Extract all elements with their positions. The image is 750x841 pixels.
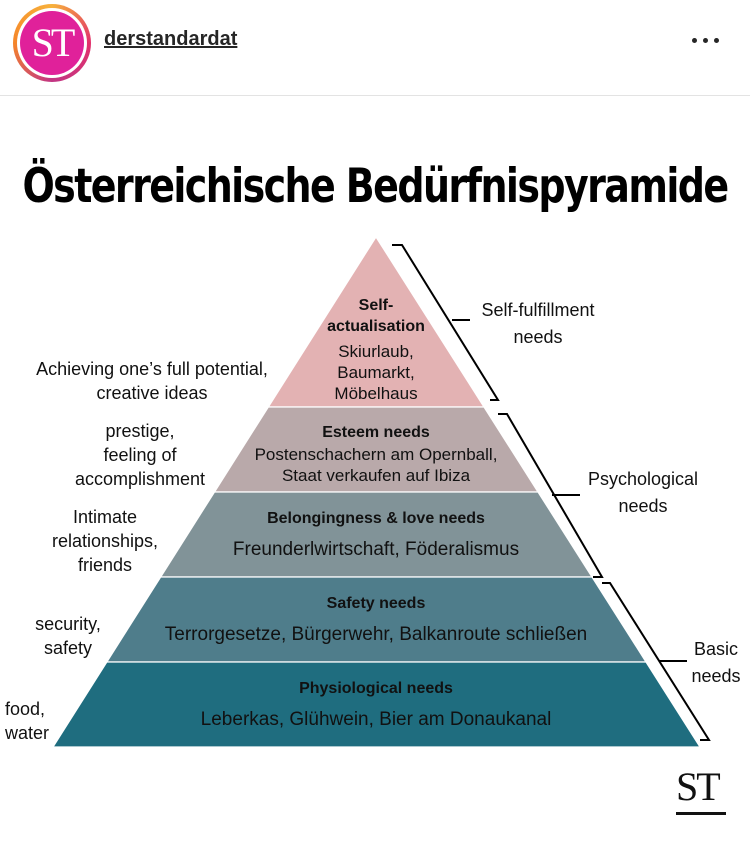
left-label: water [4,723,49,743]
left-label: security, [35,614,101,634]
level-heading: actualisation [327,318,425,335]
der-standard-logo: ST [676,765,726,817]
level-examples: Postenschachern am Opernball, [255,445,498,464]
needs-bracket [498,413,604,578]
right-label: Self-fulfillment [481,300,594,320]
pyramid-level-4 [105,576,648,663]
left-label: feeling of [103,445,177,465]
left-label: creative ideas [96,383,207,403]
level-examples: Leberkas, Glühwein, Bier am Donaukanal [201,709,552,730]
pyramid-level-5 [51,661,702,748]
level-examples: Möbelhaus [334,384,417,403]
right-label: needs [618,496,667,516]
needs-bracket [602,582,711,741]
logo-underline [676,812,726,815]
level-heading: Self- [359,297,394,314]
level-examples: Staat verkaufen auf Ibiza [282,466,471,485]
needs-bracket [392,244,500,401]
profile-avatar[interactable]: ST [13,4,91,82]
level-heading: Esteem needs [322,424,430,441]
post-header: ST derstandardat [0,0,750,96]
right-label: needs [691,666,740,686]
level-examples: Baumarkt, [337,363,414,382]
left-label: safety [44,638,92,658]
level-heading: Safety needs [327,595,426,612]
level-heading: Physiological needs [299,680,453,697]
left-label: prestige, [105,421,174,441]
pyramid-level-3 [159,491,594,578]
right-label: Psychological [588,469,698,489]
avatar-logo: ST [20,11,84,75]
left-label: Achieving one’s full potential, [36,359,268,379]
level-examples: Terrorgesetze, Bürgerwehr, Balkanroute s… [165,624,587,645]
more-options-icon[interactable] [686,22,726,58]
left-label: friends [78,555,132,575]
left-label: relationships, [52,531,158,551]
level-examples: Skiurlaub, [338,342,414,361]
avatar-border: ST [17,8,87,78]
left-label: accomplishment [75,469,205,489]
logo-text: ST [676,764,721,809]
level-examples: Freunderlwirtschaft, Föderalismus [233,539,519,560]
left-label: Intimate [73,507,137,527]
image-title: Österreichische Bedürfnispyramide [22,158,729,213]
right-label: Basic [694,639,738,659]
left-label: food, [5,699,45,719]
level-heading: Belongingness & love needs [267,510,485,527]
right-label: needs [513,327,562,347]
username-link[interactable]: derstandardat [104,28,238,50]
